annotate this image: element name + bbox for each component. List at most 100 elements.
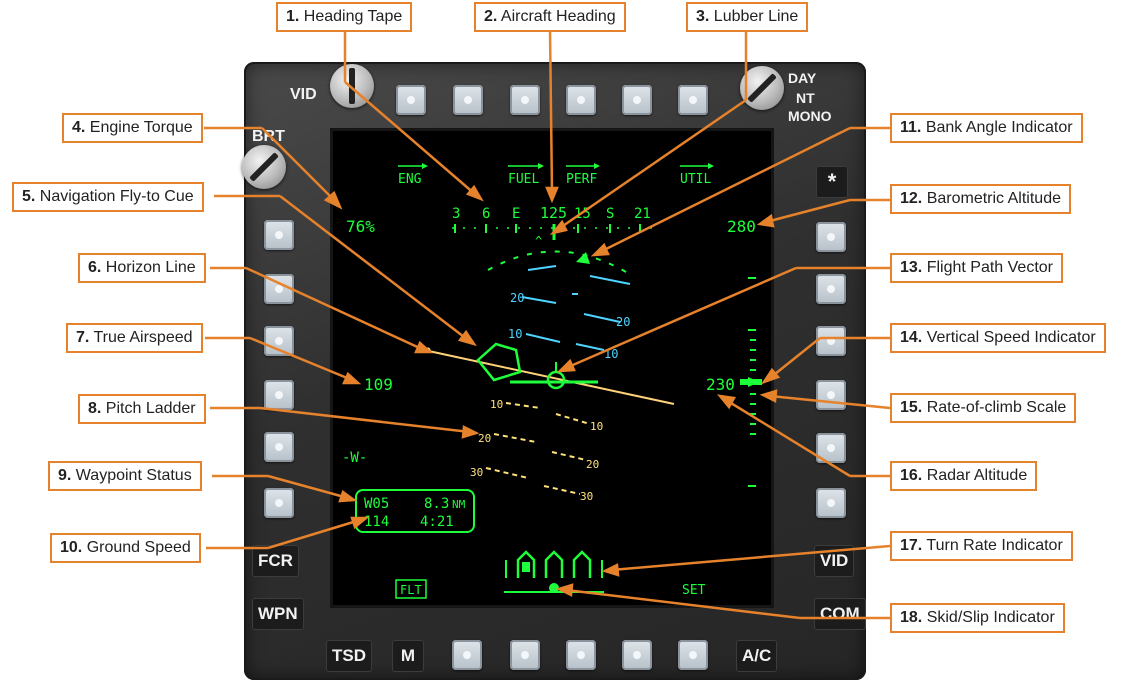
heading-caret: ^	[535, 234, 542, 248]
left-key-6[interactable]	[264, 488, 294, 518]
turn-rate-indicator	[505, 550, 603, 578]
time-to-go: 4:21	[420, 514, 454, 530]
pitch-label: 20	[586, 458, 599, 471]
callout-barometric-altitude: 12. Barometric Altitude	[890, 184, 1071, 214]
heading-tick-label: 3	[452, 206, 460, 222]
callout-rate-of-climb-scale: 15. Rate-of-climb Scale	[890, 393, 1077, 423]
bottom-key-5[interactable]	[678, 640, 708, 670]
waypoint-status: W05 8.3 NM 114 4:21	[355, 489, 475, 533]
bank-angle-indicator	[487, 250, 627, 273]
aircraft-heading-readout: 125	[540, 204, 567, 222]
pitch-label: 20	[616, 315, 630, 329]
pitch-label: 20	[510, 291, 524, 305]
vsi-pointer	[748, 377, 760, 387]
waypoint-distance-unit: NM	[452, 498, 466, 511]
ground-speed-readout: 114	[364, 514, 389, 530]
heading-tick-label: S	[606, 206, 614, 222]
menu-fuel[interactable]: FUEL	[508, 163, 544, 187]
pitch-label: 10	[508, 327, 522, 341]
right-key-1[interactable]	[816, 222, 846, 252]
callout-waypoint-status: 9. Waypoint Status	[48, 461, 202, 491]
callout-skid-slip-indicator: 18. Skid/Slip Indicator	[890, 603, 1065, 633]
callout-engine-torque: 4. Engine Torque	[62, 113, 203, 143]
barometric-altitude-readout: 280	[727, 217, 756, 236]
menu-util-label: UTIL	[680, 172, 711, 187]
bottom-key-4[interactable]	[622, 640, 652, 670]
display-mode-knob[interactable]	[740, 66, 784, 110]
flight-page-screen	[330, 128, 774, 608]
m-key[interactable]: M	[392, 640, 424, 672]
star-key[interactable]: *	[816, 166, 848, 198]
callout-vertical-speed-indicator: 14. Vertical Speed Indicator	[890, 323, 1106, 353]
callout-horizon-line: 6. Horizon Line	[78, 253, 206, 283]
navigation-fly-to-cue	[476, 342, 522, 382]
top-key-2[interactable]	[453, 85, 483, 115]
callout-true-airspeed: 7. True Airspeed	[66, 323, 203, 353]
right-key-2[interactable]	[816, 274, 846, 304]
right-key-3[interactable]	[816, 326, 846, 356]
menu-perf-label: PERF	[566, 172, 597, 187]
callout-ground-speed: 10. Ground Speed	[50, 533, 201, 563]
menu-util[interactable]: UTIL	[680, 163, 714, 187]
brt-knob[interactable]	[242, 145, 286, 189]
menu-fuel-label: FUEL	[508, 172, 539, 187]
top-key-6[interactable]	[678, 85, 708, 115]
callout-radar-altitude: 16. Radar Altitude	[890, 461, 1038, 491]
callout-heading-tape: 1. Heading Tape	[276, 2, 413, 32]
left-key-1[interactable]	[264, 220, 294, 250]
callout-pitch-ladder: 8. Pitch Ladder	[78, 394, 206, 424]
top-key-4[interactable]	[566, 85, 596, 115]
pitch-ladder-upper: 20 20 10 10	[508, 265, 630, 361]
right-key-4[interactable]	[816, 380, 846, 410]
callout-aircraft-heading: 2. Aircraft Heading	[474, 2, 626, 32]
menu-eng-label: ENG	[398, 172, 422, 187]
ac-key[interactable]: A/C	[736, 640, 778, 672]
flight-path-vector	[510, 362, 598, 390]
brt-knob-label: BRT	[252, 128, 285, 145]
waypoint-id: W05	[364, 496, 389, 512]
callout-flight-path-vector: 13. Flight Path Vector	[890, 253, 1063, 283]
top-key-3[interactable]	[510, 85, 540, 115]
heading-tick-label: 21	[634, 206, 651, 222]
engine-torque-readout: 76%	[346, 217, 375, 236]
wpn-key[interactable]: WPN	[252, 598, 304, 630]
radar-altitude-readout: 230	[706, 375, 735, 394]
menu-flt[interactable]: FLT	[395, 579, 427, 599]
right-key-6[interactable]	[816, 488, 846, 518]
pitch-ladder-lower: 10 10 20 20 30 30	[470, 398, 603, 503]
left-key-4[interactable]	[264, 380, 294, 410]
callout-navigation-fly-to-cue: 5. Navigation Fly-to Cue	[12, 182, 204, 212]
mode-day-label: DAY	[788, 70, 817, 86]
pitch-label: 20	[478, 432, 491, 445]
pitch-label: 30	[580, 490, 593, 503]
true-airspeed-readout: 109	[364, 375, 393, 394]
menu-perf[interactable]: PERF	[566, 163, 600, 187]
bottom-key-1[interactable]	[452, 640, 482, 670]
callout-lubber-line: 3. Lubber Line	[686, 2, 809, 32]
waypoint-marker: -W-	[342, 450, 367, 466]
left-key-5[interactable]	[264, 432, 294, 462]
waypoint-distance: 8.3	[424, 496, 449, 512]
pitch-label: 10	[590, 420, 603, 433]
heading-tick-label: E	[512, 206, 520, 222]
fcr-key[interactable]: FCR	[252, 545, 299, 577]
bottom-key-3[interactable]	[566, 640, 596, 670]
pitch-label: 10	[490, 398, 503, 411]
top-key-5[interactable]	[622, 85, 652, 115]
heading-tick-label: 6	[482, 206, 490, 222]
rate-of-climb-scale	[748, 277, 756, 487]
pitch-label: 30	[470, 466, 483, 479]
bottom-key-2[interactable]	[510, 640, 540, 670]
heading-tape: 3 6 E 125 15 S 21	[452, 204, 654, 233]
leader-lines	[204, 29, 891, 620]
callout-turn-rate-indicator: 17. Turn Rate Indicator	[890, 531, 1073, 561]
tsd-key[interactable]: TSD	[326, 640, 372, 672]
menu-flt-label: FLT	[400, 583, 422, 597]
mode-mono-label: MONO	[788, 108, 832, 124]
vid-knob-label: VID	[290, 86, 317, 103]
top-key-1[interactable]	[396, 85, 426, 115]
menu-eng[interactable]: ENG	[398, 163, 428, 187]
mode-nt-label: NT	[796, 90, 815, 106]
menu-set[interactable]: SET	[682, 583, 706, 598]
